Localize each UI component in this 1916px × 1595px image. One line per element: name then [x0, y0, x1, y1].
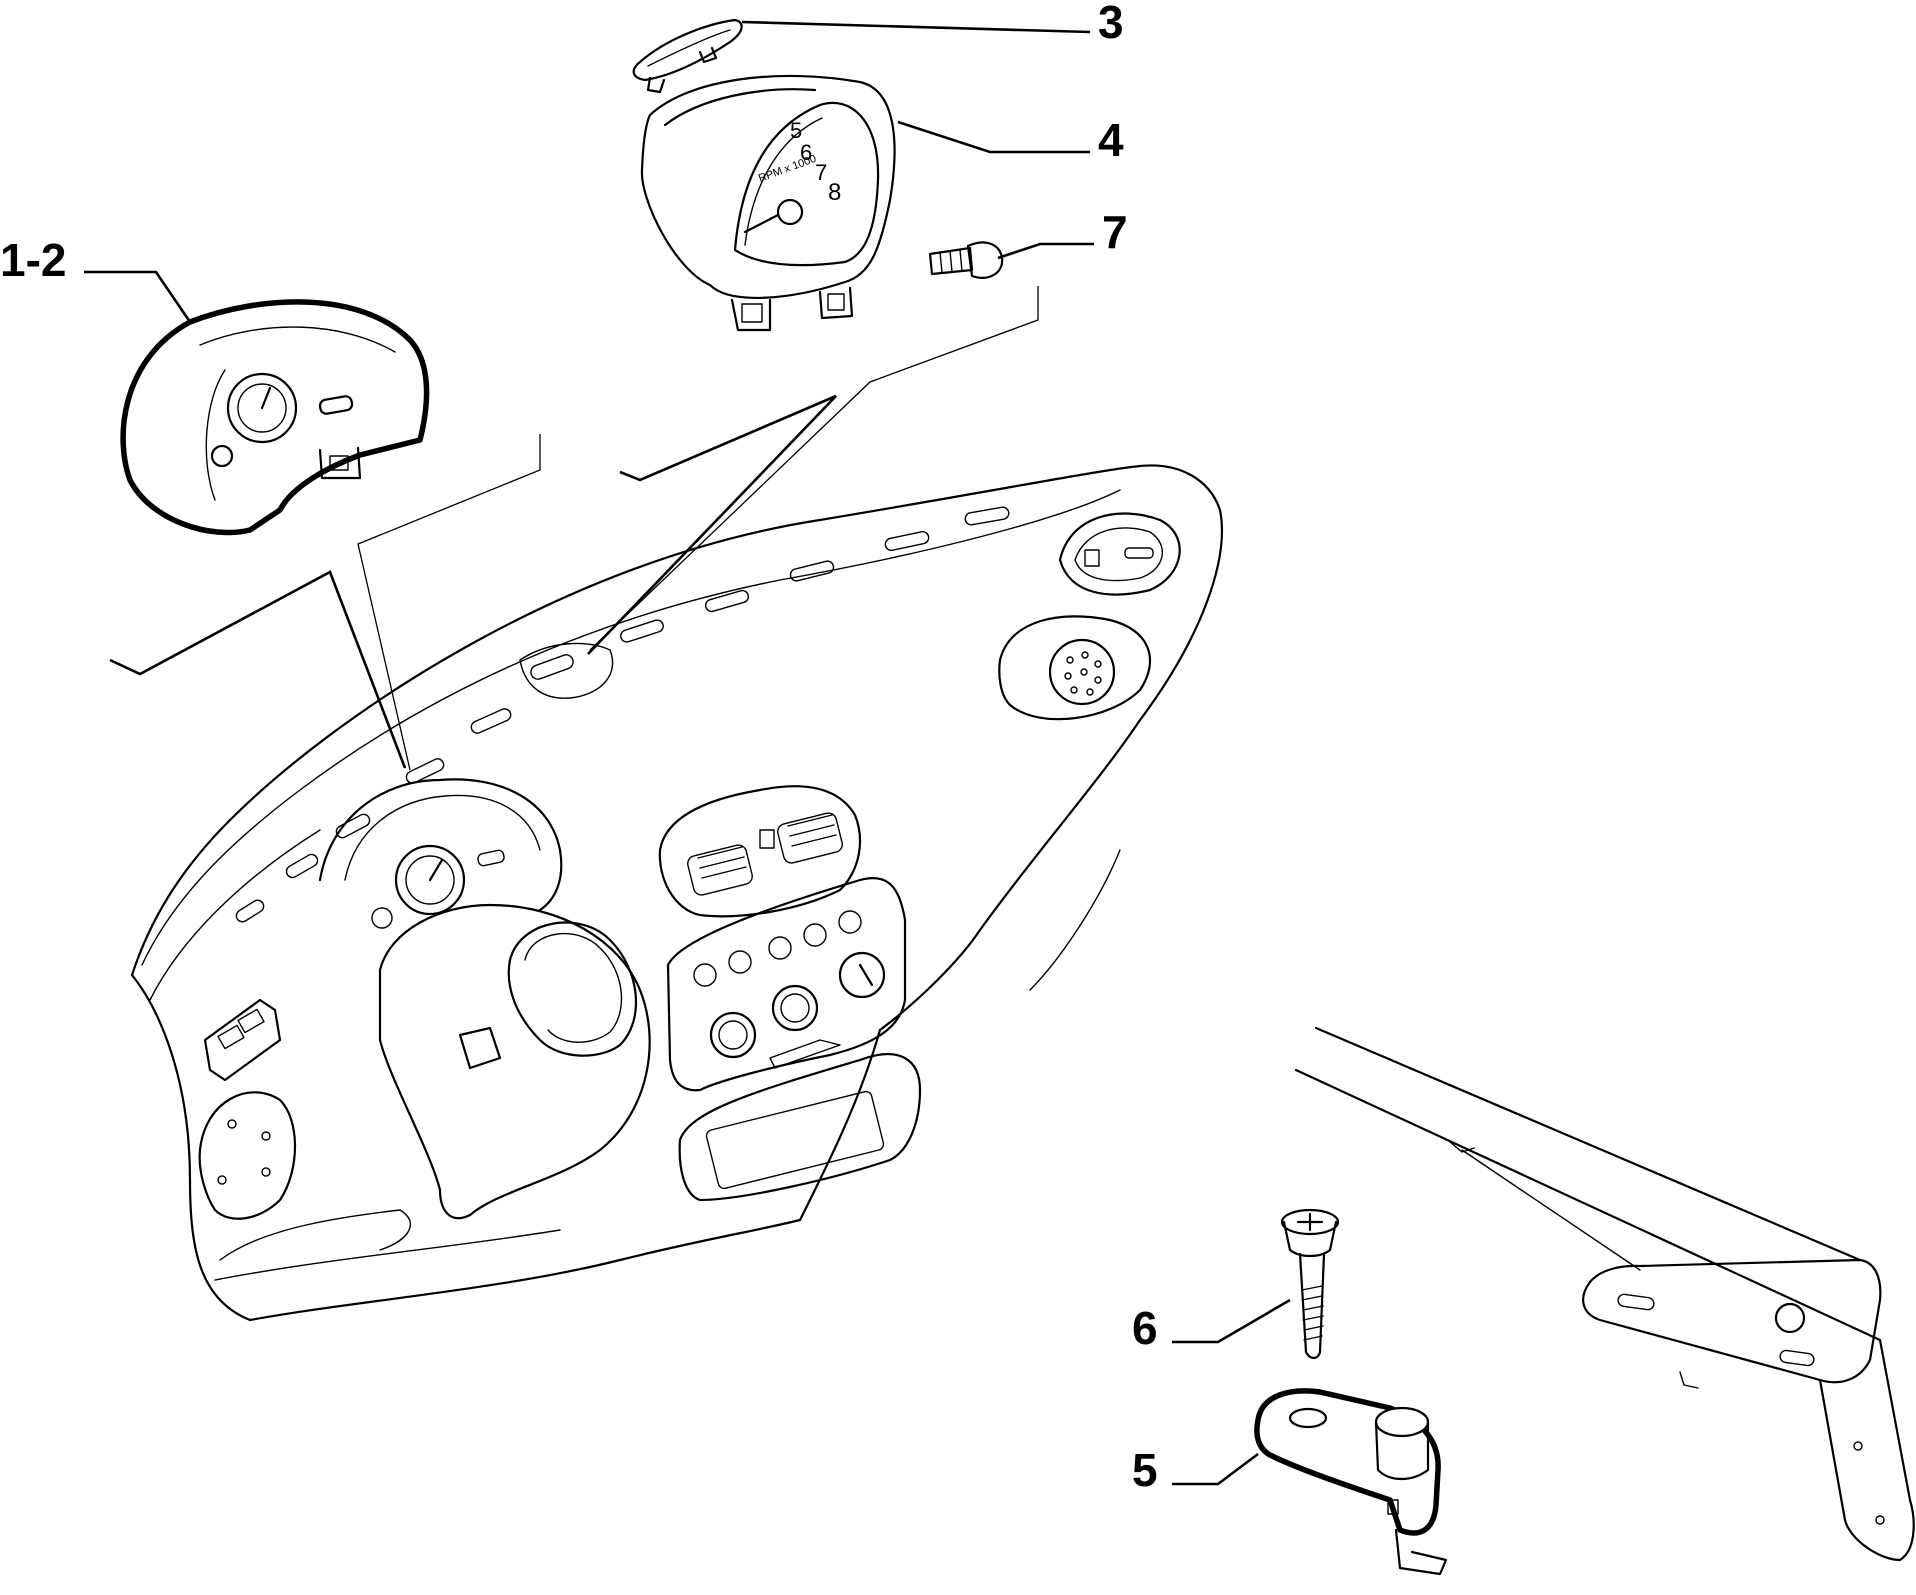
- part-4-tachometer: RPM x 1000 5 6 7 8: [640, 74, 896, 332]
- right-side-vent: [1058, 512, 1181, 596]
- callout-7: 7: [1102, 206, 1128, 258]
- part-5-door-switch: [1254, 1388, 1448, 1576]
- callout-1-2: 1-2: [0, 234, 66, 286]
- callout-6: 6: [1132, 1302, 1158, 1354]
- center-vents: [687, 812, 843, 896]
- leader-3: [741, 20, 1091, 34]
- callout-5: 5: [1132, 1444, 1158, 1496]
- tach-tick-8: 8: [828, 179, 841, 206]
- guide-screw-thin: [589, 286, 1039, 651]
- right-speaker: [998, 615, 1152, 721]
- leader-5: [1172, 1452, 1259, 1486]
- steering-column: [378, 903, 651, 1220]
- defrost-vents: [235, 506, 1010, 923]
- guide-cluster-thin: [357, 434, 541, 771]
- tach-tick-6: 6: [800, 140, 812, 165]
- part-7-screw: [928, 241, 1004, 279]
- dashboard-assembly: [130, 464, 1223, 1322]
- left-speaker: [198, 1091, 296, 1220]
- callout-4: 4: [1098, 114, 1124, 166]
- part-1-2-instrument-cluster: [120, 299, 430, 536]
- tach-tick-5: 5: [790, 118, 802, 143]
- tach-tick-7: 7: [815, 160, 827, 185]
- door-pillar-bracket: [1294, 1026, 1915, 1562]
- dash-cap-recess: [519, 642, 614, 699]
- guide-cap-to-dash: [587, 394, 837, 655]
- leader-7: [997, 242, 1094, 260]
- guide-cluster-to-dash: [109, 570, 407, 769]
- callout-3: 3: [1098, 0, 1124, 48]
- hvac-controls: [693, 910, 886, 1069]
- leader-lines: [84, 20, 1291, 1486]
- leader-6: [1172, 1298, 1291, 1344]
- assembly-guides: [109, 286, 1039, 771]
- left-side-vent: [203, 998, 282, 1082]
- leader-4: [897, 120, 1090, 154]
- part-3-cap: [632, 18, 743, 94]
- center-console: [658, 785, 922, 1202]
- dash-cluster-hood: [318, 778, 563, 929]
- leader-1-2: [84, 270, 192, 323]
- part-6-bolt: [1280, 1208, 1340, 1360]
